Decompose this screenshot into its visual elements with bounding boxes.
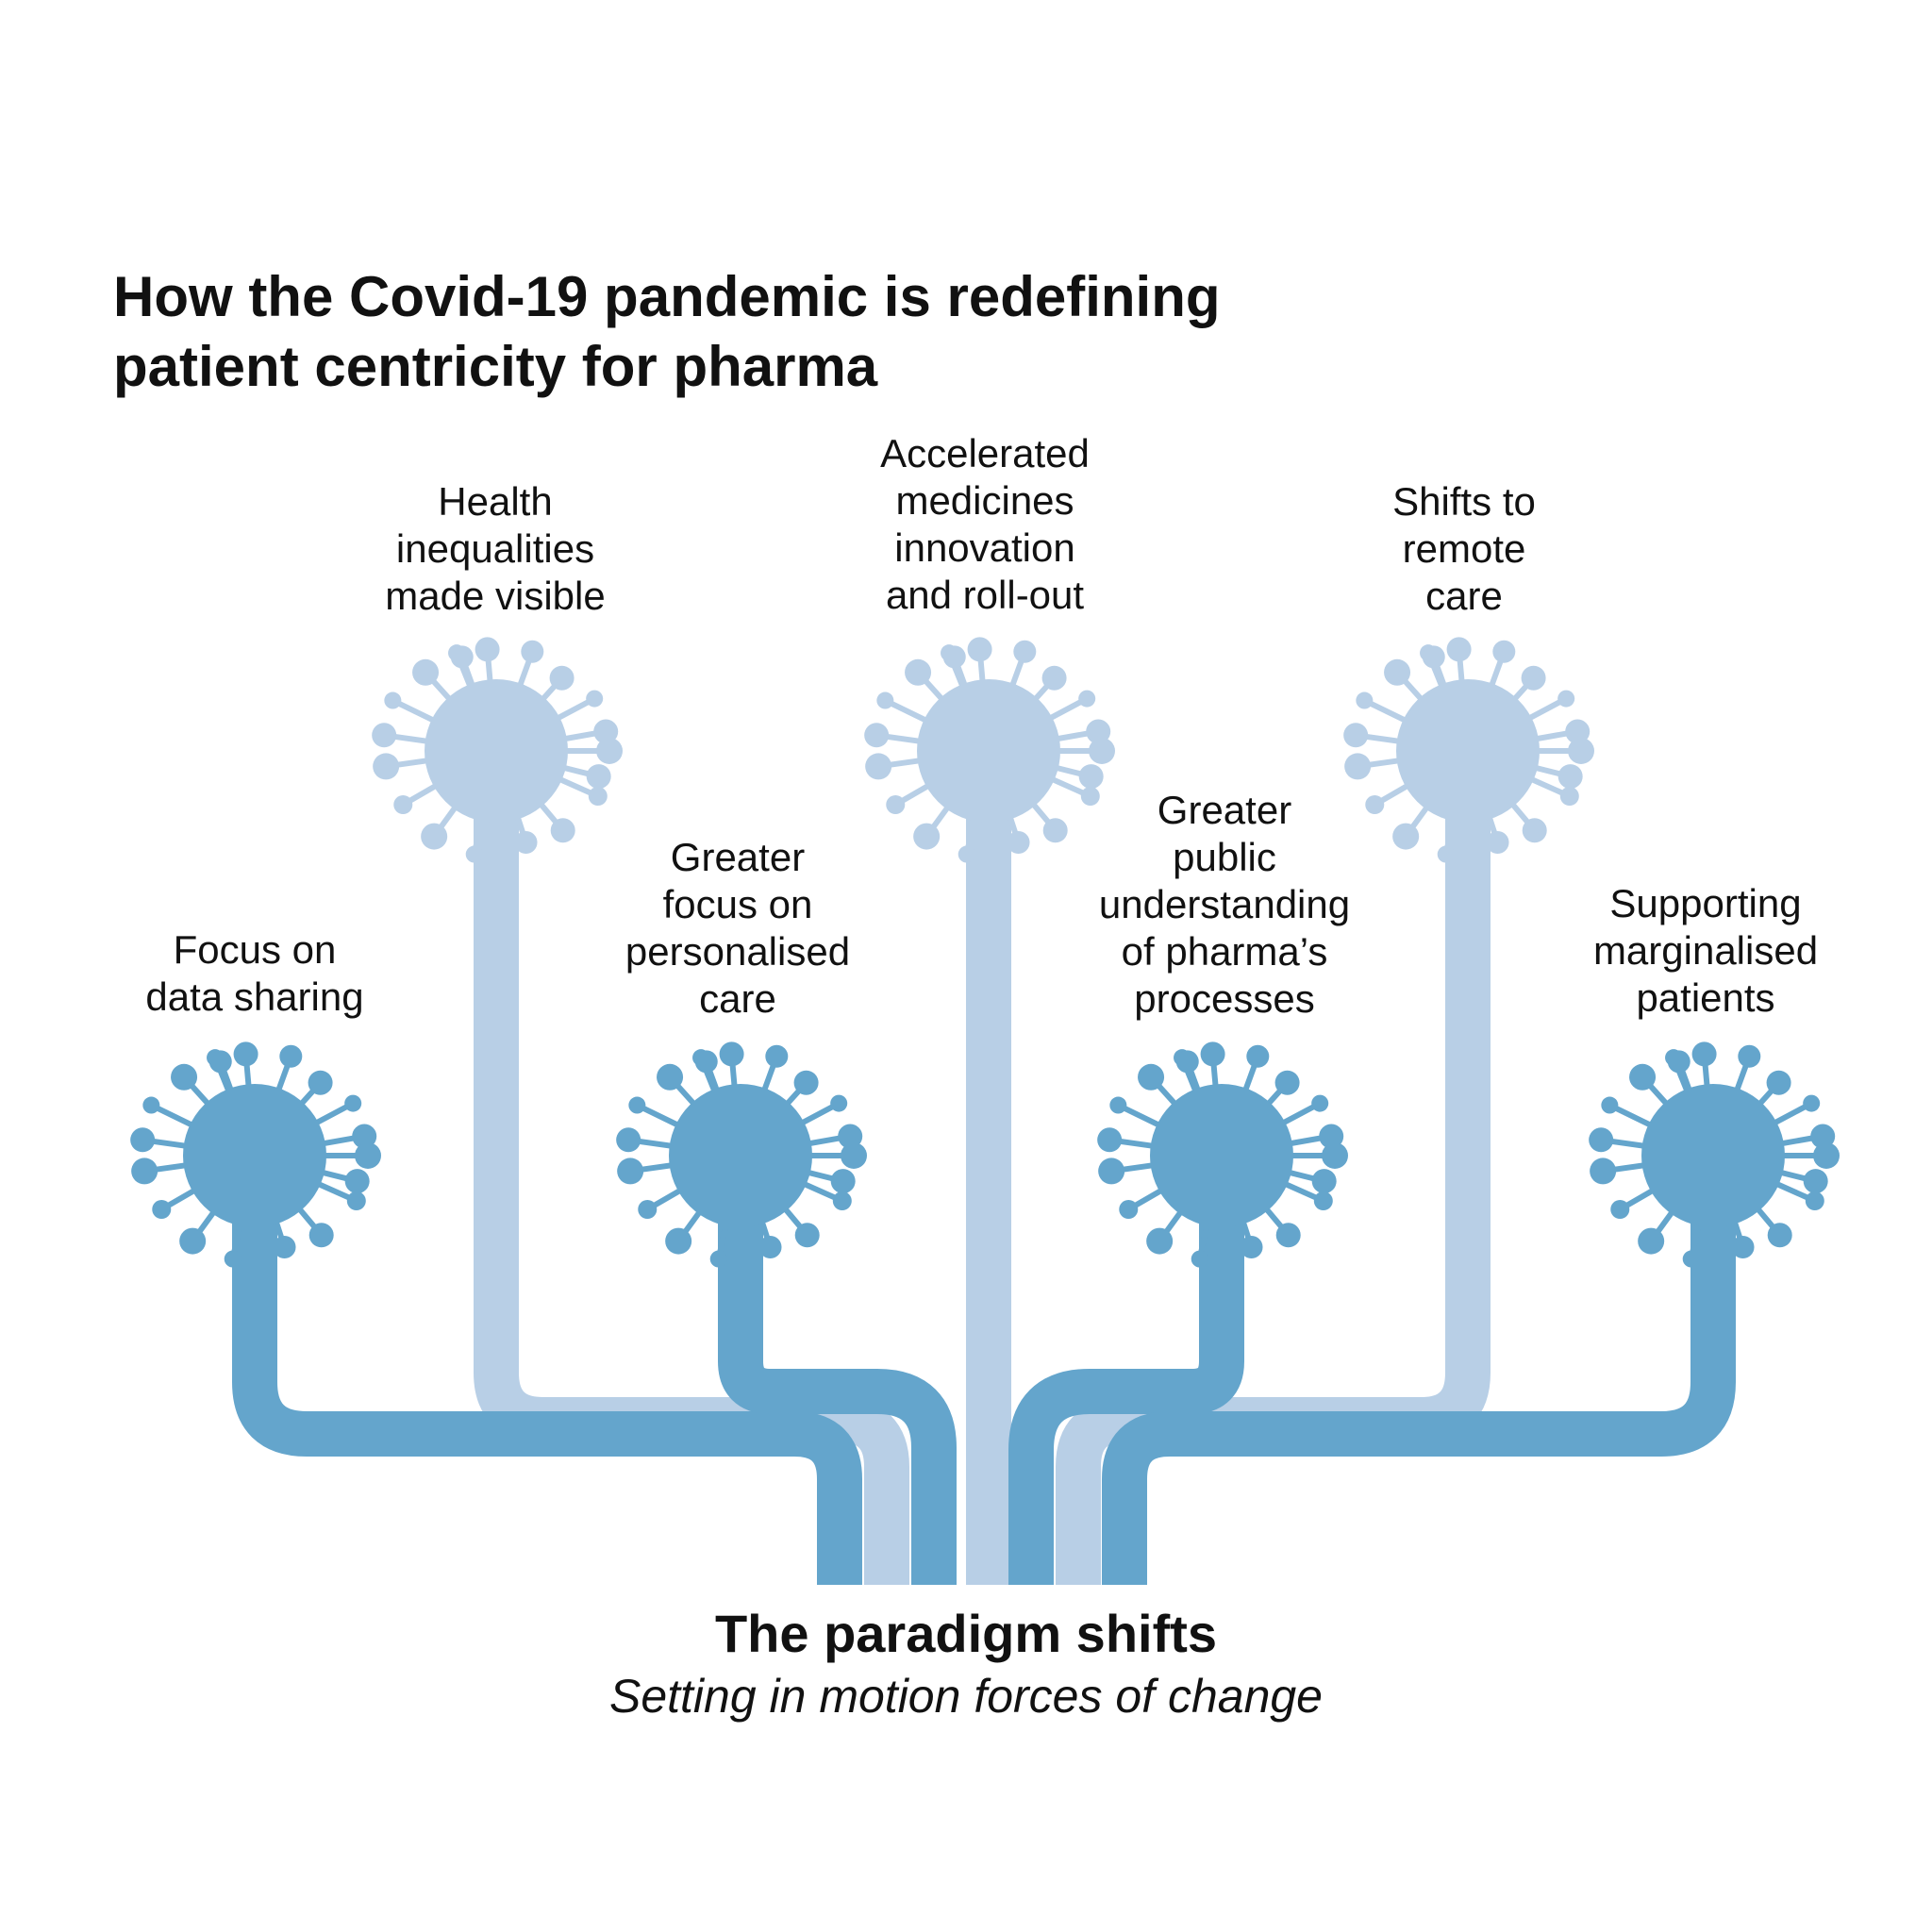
- label-line: marginalised: [1592, 928, 1819, 973]
- label-line: Greater: [670, 835, 806, 879]
- footer-subtitle: Setting in motion forces of change: [608, 1670, 1323, 1723]
- title-line: How the Covid-19 pandemic is redefining: [113, 265, 1221, 328]
- label-health-inequalities: Health inequalities made visible: [307, 478, 684, 620]
- label-line: of pharma’s: [1121, 929, 1328, 974]
- label-data-sharing: Focus on data sharing: [66, 926, 443, 1021]
- label-line: Health: [438, 479, 553, 524]
- virus-icon-marginalised-patients: [1589, 1041, 1840, 1268]
- branch-stems: [232, 783, 1736, 1585]
- virus-icon-remote-care: [1343, 637, 1594, 863]
- label-line: understanding: [1098, 882, 1351, 926]
- label-remote-care: Shifts to remote care: [1275, 478, 1653, 620]
- label-line: Accelerated: [880, 431, 1090, 475]
- stem-data-sharing: [232, 1189, 862, 1585]
- label-line: care: [699, 976, 776, 1021]
- label-line: public: [1173, 835, 1276, 879]
- label-line: care: [1425, 574, 1503, 618]
- virus-icons: [130, 637, 1840, 1268]
- stem-marginalised-patients: [1102, 1189, 1736, 1585]
- title-line: patient centricity for pharma: [113, 335, 878, 398]
- label-line: inequalities: [395, 526, 595, 571]
- footer-title: The paradigm shifts: [714, 1604, 1218, 1663]
- label-personalised-care: Greater focus on personalised care: [549, 834, 926, 1023]
- label-line: Shifts to: [1392, 479, 1536, 524]
- label-line: innovation: [894, 525, 1075, 570]
- label-marginalised-patients: Supporting marginalised patients: [1517, 880, 1894, 1022]
- label-line: made visible: [385, 574, 606, 618]
- label-line: remote: [1402, 526, 1526, 571]
- label-line: focus on: [662, 882, 813, 926]
- label-line: Supporting: [1609, 881, 1802, 925]
- virus-icon-data-sharing: [130, 1041, 381, 1268]
- virus-icon-health-inequalities: [372, 637, 623, 863]
- stem-personalised-care: [718, 1189, 957, 1585]
- label-line: data sharing: [145, 974, 364, 1019]
- label-line: Greater: [1157, 788, 1292, 832]
- label-line: personalised: [625, 929, 851, 974]
- virus-icon-accelerated-medicines: [864, 637, 1115, 863]
- label-public-understanding: Greater public understanding of pharma’s…: [1036, 787, 1413, 1023]
- label-line: Focus on: [173, 927, 337, 972]
- label-line: processes: [1134, 976, 1315, 1021]
- diagram-title: How the Covid-19 pandemic is redefining …: [113, 262, 1528, 402]
- label-line: and roll-out: [885, 573, 1085, 617]
- virus-icon-personalised-care: [616, 1041, 867, 1268]
- virus-icon-public-understanding: [1097, 1041, 1348, 1268]
- label-line: medicines: [895, 478, 1074, 523]
- label-line: patients: [1636, 975, 1775, 1020]
- label-accelerated-medicines: Accelerated medicines innovation and rol…: [796, 430, 1174, 619]
- stem-public-understanding: [1008, 1189, 1244, 1585]
